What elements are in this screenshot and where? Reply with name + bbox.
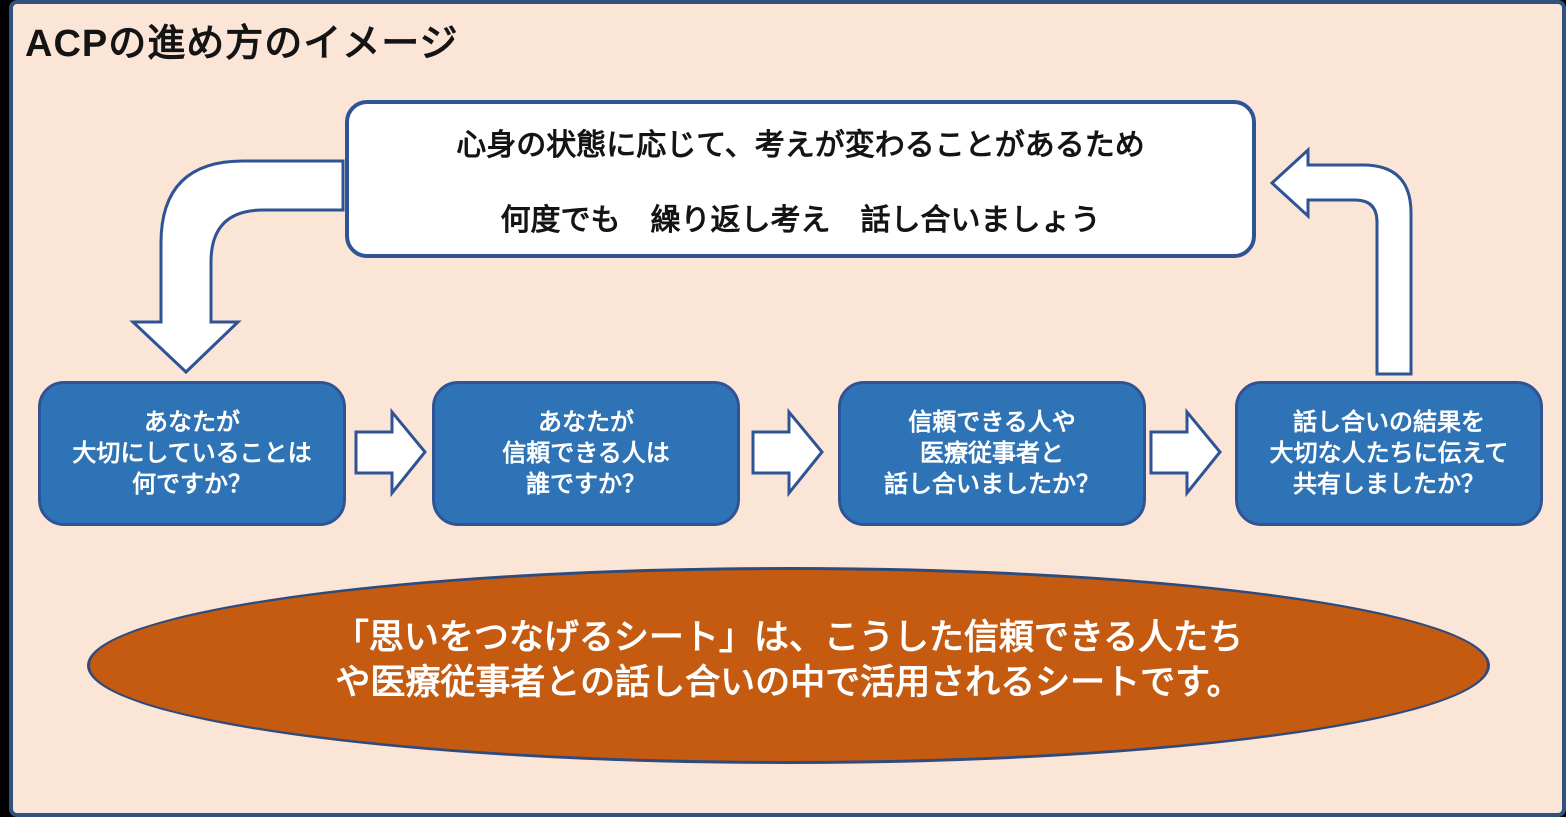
step-line: 大切な人たちに伝えて xyxy=(1269,440,1509,467)
step-box-trusted-person: あなたが 信頼できる人は 誰ですか？ xyxy=(432,381,740,526)
step-box-values: あなたが 大切にしていることは 何ですか？ xyxy=(38,381,346,526)
summary-line-2: や医療従事者との話し合いの中で活用されるシートです。 xyxy=(335,662,1242,702)
step-line: 医療従事者と xyxy=(920,440,1064,467)
step-line: あなたが xyxy=(538,409,634,436)
step-box-share-results: 話し合いの結果を 大切な人たちに伝えて 共有しましたか？ xyxy=(1235,381,1543,526)
step-line: あなたが xyxy=(144,409,240,436)
cycle-note-box: 心身の状態に応じて、考えが変わることがあるため 何度でも 繰り返し考え 話し合い… xyxy=(345,100,1256,258)
summary-line-1: 「思いをつなげるシート」は、こうした信頼できる人たち xyxy=(333,617,1244,657)
step-line: 話し合いの結果を xyxy=(1293,409,1485,436)
page-title: ACPの進め方のイメージ xyxy=(25,23,459,65)
step-line: 誰ですか？ xyxy=(526,471,646,498)
step-line: 信頼できる人や xyxy=(908,409,1076,436)
step-line: 信頼できる人は xyxy=(502,440,670,467)
step-line: 何ですか？ xyxy=(132,471,252,498)
step-box-discussion: 信頼できる人や 医療従事者と 話し合いましたか？ xyxy=(838,381,1146,526)
step-line: 共有しましたか？ xyxy=(1293,471,1485,498)
cycle-note-line-1: 心身の状態に応じて、考えが変わることがあるため xyxy=(456,128,1145,162)
step-line: 大切にしていることは xyxy=(72,440,312,467)
summary-ellipse: 「思いをつなげるシート」は、こうした信頼できる人たち や医療従事者との話し合いの… xyxy=(87,567,1490,764)
step-line: 話し合いましたか？ xyxy=(884,471,1100,498)
cycle-note-line-2: 何度でも 繰り返し考え 話し合いましょう xyxy=(500,203,1101,237)
